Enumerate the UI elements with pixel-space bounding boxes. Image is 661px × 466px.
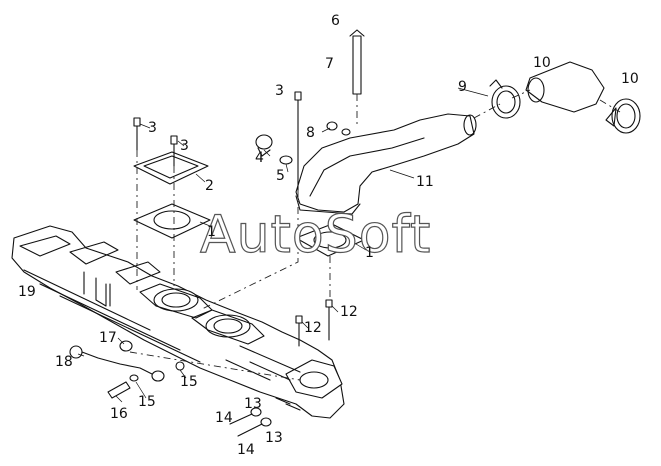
- assembly-lines: [129, 89, 621, 381]
- hose: [525, 61, 605, 113]
- callout-3-upper: 3: [275, 83, 284, 99]
- callout-2: 2: [205, 178, 214, 194]
- callout-13-lower: 13: [265, 430, 283, 446]
- callout-3-mid: 3: [180, 138, 189, 154]
- callout-15-right: 15: [180, 374, 198, 390]
- callout-7: 7: [325, 56, 334, 72]
- callout-4: 4: [255, 150, 264, 166]
- cover-plate-2: [133, 151, 209, 185]
- intake-pipe: [295, 113, 477, 215]
- callout-16: 16: [110, 406, 128, 422]
- callout-3-left: 3: [148, 120, 157, 136]
- callout-17: 17: [99, 330, 117, 346]
- plug-4: [255, 134, 273, 157]
- bolts-12: [295, 299, 333, 347]
- washer-5: [279, 155, 293, 165]
- callout-10-clamp: 10: [621, 71, 639, 87]
- callout-14-upper: 14: [215, 410, 233, 426]
- leader-lines: [77, 87, 489, 403]
- callout-13-upper: 13: [244, 396, 262, 412]
- stud: [349, 29, 365, 95]
- clamp-left: [489, 79, 521, 119]
- intake-manifold: [11, 225, 345, 419]
- callout-1-right: 1: [365, 245, 374, 261]
- callout-5: 5: [276, 168, 285, 184]
- nut-8: [326, 121, 351, 136]
- callout-14-lower: 14: [237, 442, 255, 458]
- gasket-1-right: [295, 223, 365, 257]
- callout-18: 18: [55, 354, 73, 370]
- callout-19: 19: [18, 284, 36, 300]
- callout-9: 9: [458, 79, 467, 95]
- callout-6: 6: [331, 13, 340, 29]
- callout-8: 8: [306, 125, 315, 141]
- callout-12-left: 12: [304, 320, 322, 336]
- watermark-text: AutoSoft: [200, 205, 431, 265]
- bolts-13-14: [229, 407, 272, 437]
- sensor-harness: [69, 340, 185, 399]
- callout-11: 11: [416, 174, 434, 190]
- bolts-3: [133, 91, 302, 191]
- callout-labels: 6 7 3 9 10 10 3 3 8 4 5 2 11 1 1 19 12 1…: [18, 13, 639, 458]
- callout-10-hose: 10: [533, 55, 551, 71]
- callout-15-left: 15: [138, 394, 156, 410]
- gasket-1-left: [133, 203, 211, 239]
- clamp-right: [605, 98, 641, 134]
- callout-1-left: 1: [207, 224, 216, 240]
- callout-12-right: 12: [340, 304, 358, 320]
